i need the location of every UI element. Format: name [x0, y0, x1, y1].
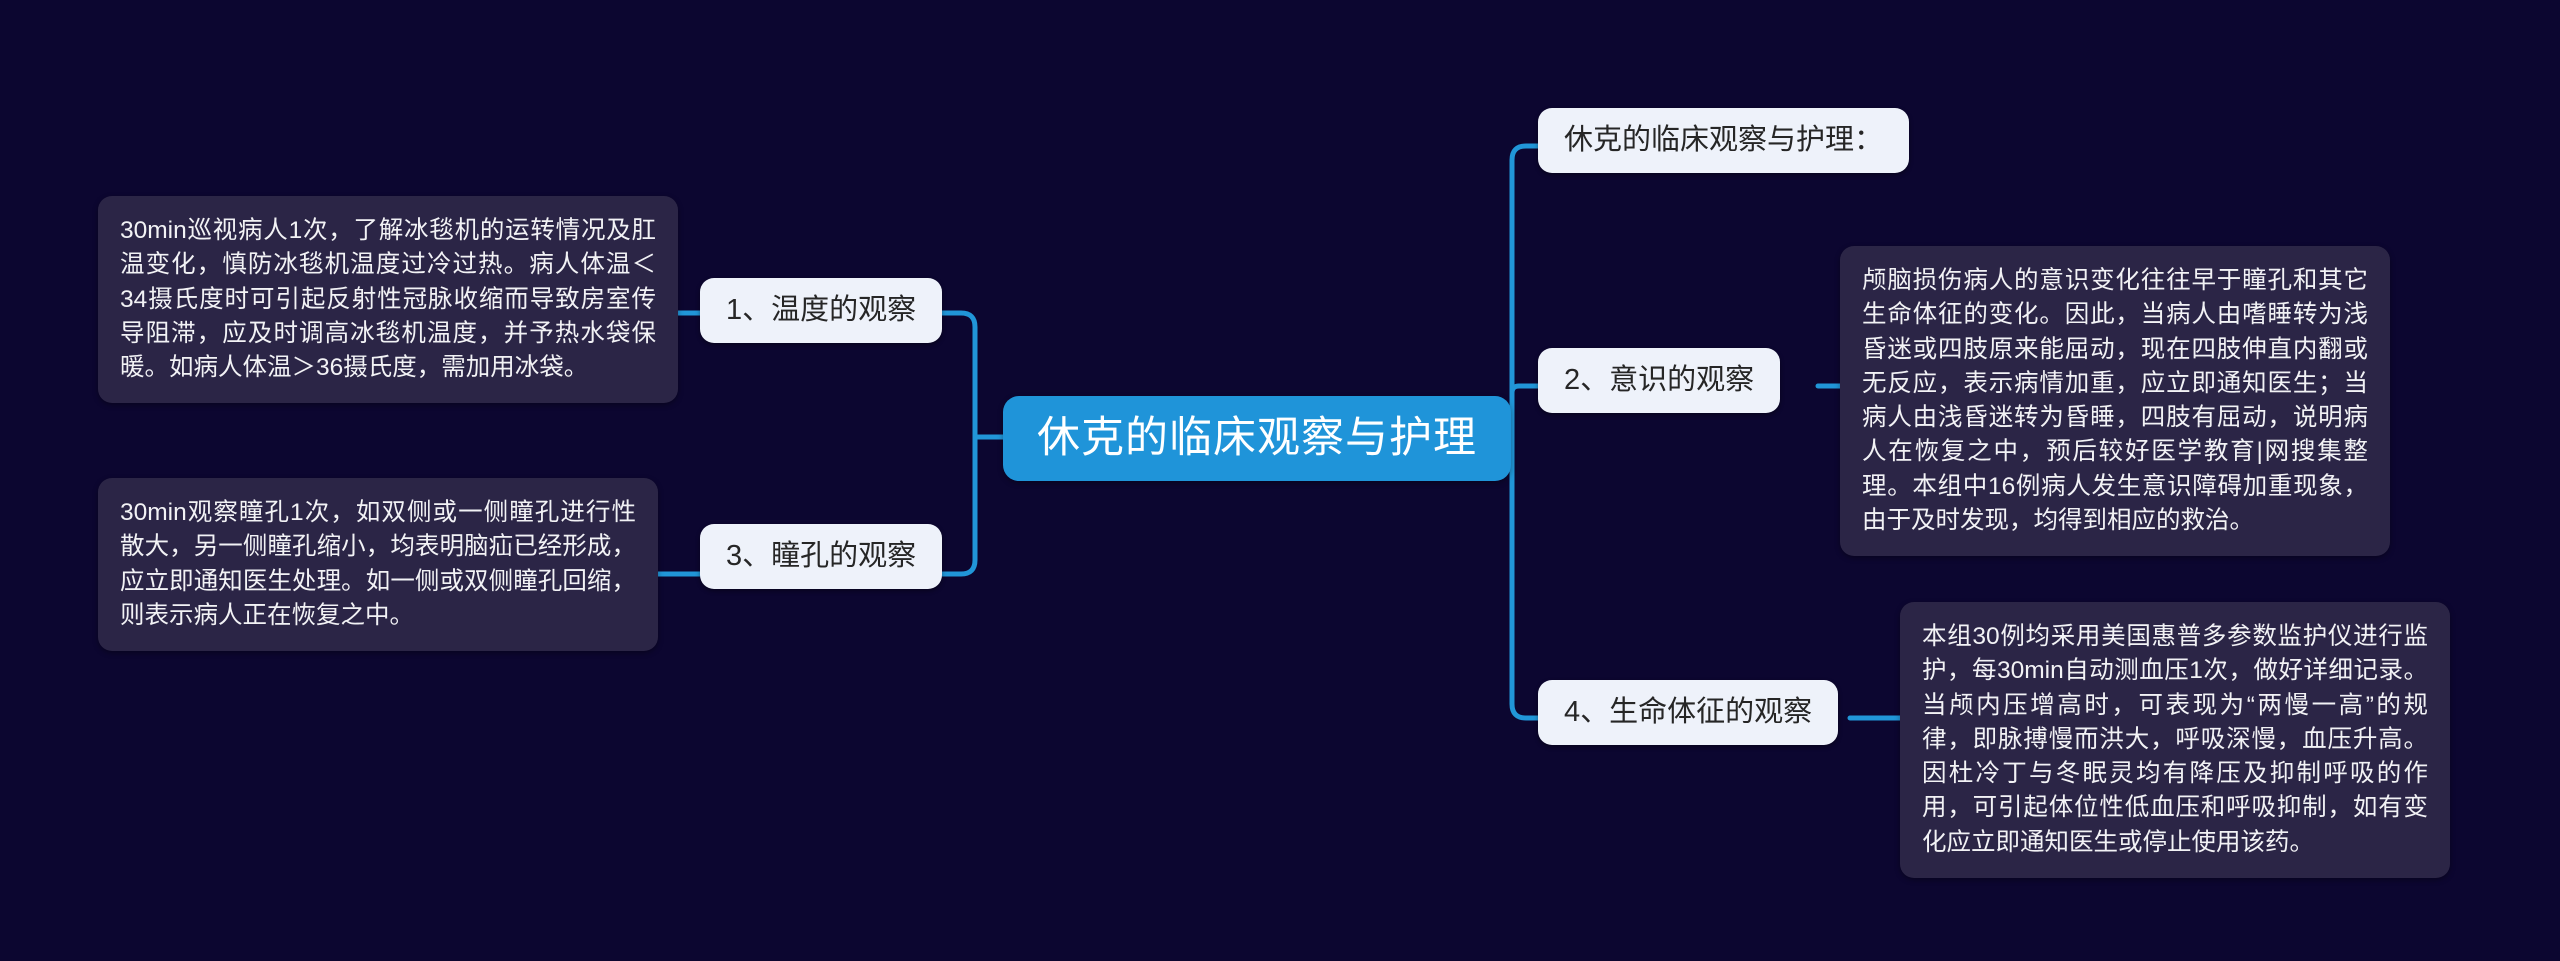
branch-node-shock-clinical-observation-heading[interactable]: 休克的临床观察与护理：	[1538, 108, 1910, 173]
branch-node-temperature-observation[interactable]: 1、温度的观察	[700, 278, 943, 343]
connector-root-to-branch-4	[1509, 434, 1541, 721]
detail-box-temperature-observation[interactable]: 30min巡视病人1次，了解冰毯机的运转情况及肛温变化，慎防冰毯机温度过冷过热。…	[98, 196, 678, 404]
detail-box-consciousness-observation[interactable]: 颅脑损伤病人的意识变化往往早于瞳孔和其它生命体征的变化。因此，当病人由嗜睡转为浅…	[1840, 246, 2390, 557]
branch-node-vital-signs-observation[interactable]: 4、生命体征的观察	[1538, 680, 1839, 745]
branch-node-consciousness-observation[interactable]: 2、意识的观察	[1538, 348, 1781, 413]
connector-root-to-branch-1	[937, 310, 978, 440]
detail-box-vital-signs-observation[interactable]: 本组30例均采用美国惠普多参数监护仪进行监护，每30min自动测血压1次，做好详…	[1900, 602, 2450, 879]
connector-root-to-branch-3	[937, 434, 978, 577]
branch-node-pupil-observation[interactable]: 3、瞳孔的观察	[700, 524, 943, 589]
root-node-shock-clinical-observation-and-nursing[interactable]: 休克的临床观察与护理	[1003, 396, 1511, 482]
connector-root-to-branch-shock	[1509, 143, 1541, 440]
detail-box-pupil-observation[interactable]: 30min观察瞳孔1次，如双侧或一侧瞳孔进行性散大，另一侧瞳孔缩小，均表明脑疝已…	[98, 478, 658, 652]
connector-root-to-branch-2	[1509, 383, 1541, 440]
